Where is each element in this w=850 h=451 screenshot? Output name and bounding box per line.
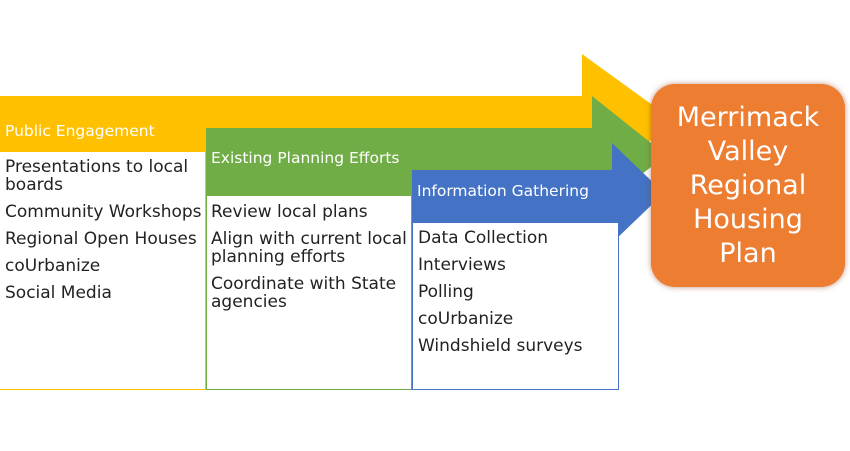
information-gathering-header: Information Gathering [417, 182, 589, 200]
housing-plan-title: Merrimack Valley Regional Housing Plan [676, 101, 820, 269]
public-engagement-box [0, 152, 206, 390]
list-item: coUrbanize [5, 256, 101, 276]
list-item: Coordinate with State agencies [211, 274, 397, 312]
existing-planning-efforts-box [206, 196, 412, 390]
list-item: Presentations to local boards [5, 157, 189, 195]
public-engagement-arrow [0, 54, 676, 190]
public-engagement-list: Presentations to local boards Community … [5, 158, 203, 311]
list-item: Data Collection [418, 228, 549, 248]
list-item: Review local plans [211, 202, 368, 222]
list-item: Polling [418, 282, 474, 302]
information-gathering-arrow [412, 143, 664, 243]
list-item: coUrbanize [418, 309, 514, 329]
information-gathering-list: Data Collection Interviews Polling coUrb… [418, 229, 616, 364]
list-item: Align with current local planning effort… [211, 229, 407, 267]
information-gathering-box [412, 223, 619, 390]
list-item: Regional Open Houses [5, 229, 197, 249]
list-item: Social Media [5, 283, 112, 303]
existing-planning-efforts-list: Review local plans Align with current lo… [211, 203, 409, 320]
public-engagement-header: Public Engagement [5, 122, 155, 140]
existing-planning-efforts-header: Existing Planning Efforts [211, 149, 400, 167]
housing-plan-box: Merrimack Valley Regional Housing Plan [651, 84, 845, 287]
list-item: Community Workshops [5, 202, 202, 222]
list-item: Interviews [418, 255, 506, 275]
list-item: Windshield surveys [418, 336, 583, 356]
